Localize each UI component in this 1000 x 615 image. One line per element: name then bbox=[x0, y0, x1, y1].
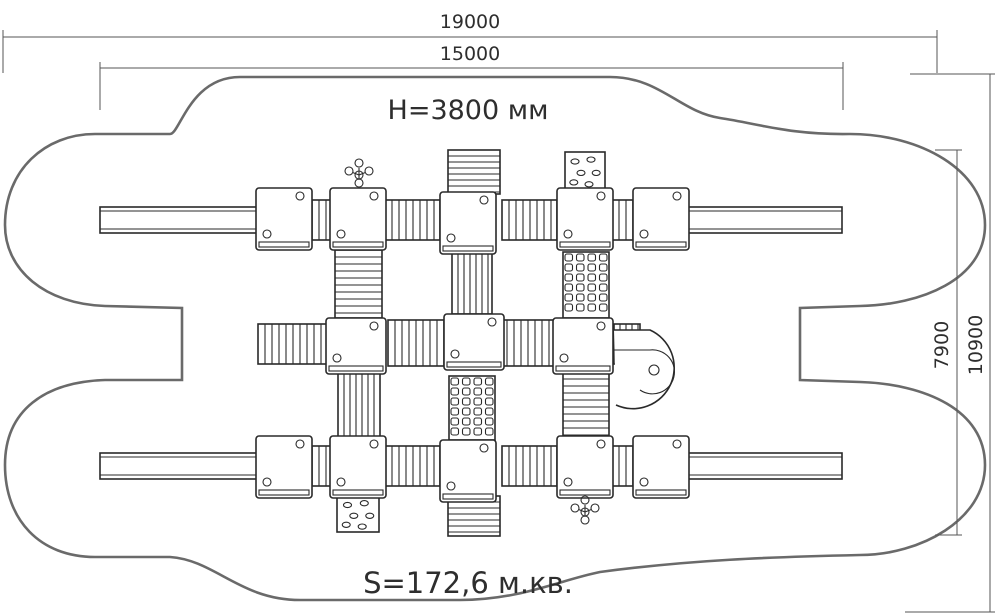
rock-wall-bottom-left bbox=[336, 495, 380, 533]
platform-bottom-0 bbox=[255, 435, 313, 499]
bridge-top-1 bbox=[384, 199, 441, 241]
stairs-left-upper bbox=[334, 249, 383, 319]
overall-depth-label: 10900 bbox=[965, 315, 987, 375]
platform-top-2 bbox=[439, 191, 497, 255]
platform-top-3 bbox=[556, 187, 614, 251]
stairs-right-lower bbox=[562, 371, 610, 437]
stairs-left-lower bbox=[337, 371, 381, 439]
spiral-slide bbox=[614, 329, 675, 410]
stairs-center-upper bbox=[451, 247, 493, 315]
overall-width-label: 19000 bbox=[440, 11, 500, 33]
area-label: S=172,6 м.кв. bbox=[363, 566, 573, 600]
structure-width-label: 15000 bbox=[440, 43, 500, 65]
bridge-bottom-3 bbox=[611, 445, 634, 487]
dimension-overall-depth: 10900 bbox=[905, 73, 995, 613]
dimension-overall-width: 19000 bbox=[2, 11, 938, 73]
bridge-bottom-1 bbox=[384, 445, 441, 487]
flower-decoration-bottom bbox=[570, 495, 600, 525]
bridge-middle-left bbox=[257, 323, 329, 365]
platform-bottom-2 bbox=[439, 439, 497, 503]
platform-top-4 bbox=[632, 187, 690, 251]
bridge-bottom-2 bbox=[501, 445, 558, 487]
structure-depth-label: 7900 bbox=[931, 321, 953, 369]
bridge-middle-center-right bbox=[499, 319, 557, 367]
dimension-structure-depth: 7900 bbox=[931, 149, 962, 536]
platform-middle-2 bbox=[552, 317, 614, 375]
platform-bottom-3 bbox=[556, 435, 614, 499]
slide-bottom-right bbox=[686, 452, 843, 480]
platform-middle-1 bbox=[443, 313, 505, 371]
bridge-top-0 bbox=[311, 199, 334, 241]
slide-top-right bbox=[686, 206, 843, 234]
rock-wall-top-right bbox=[564, 151, 606, 191]
net-center-lower bbox=[448, 375, 496, 441]
dimension-structure-width: 15000 bbox=[99, 43, 844, 110]
flower-decoration-top bbox=[344, 158, 374, 188]
platform-top-1 bbox=[329, 187, 387, 251]
playground-equipment bbox=[99, 149, 843, 537]
slide-bottom-left bbox=[99, 452, 259, 480]
platform-bottom-4 bbox=[632, 435, 690, 499]
platform-middle-0 bbox=[325, 317, 387, 375]
stairs-top-center bbox=[447, 149, 501, 195]
platform-bottom-1 bbox=[329, 435, 387, 499]
bridge-top-3 bbox=[611, 199, 634, 241]
bridge-middle-center-left bbox=[387, 319, 445, 367]
platform-top-0 bbox=[255, 187, 313, 251]
slide-top-left bbox=[99, 206, 259, 234]
bridge-bottom-0 bbox=[311, 445, 334, 487]
height-label: H=3800 мм bbox=[388, 95, 549, 126]
net-right-upper bbox=[562, 251, 610, 319]
bridge-top-2 bbox=[501, 199, 558, 241]
